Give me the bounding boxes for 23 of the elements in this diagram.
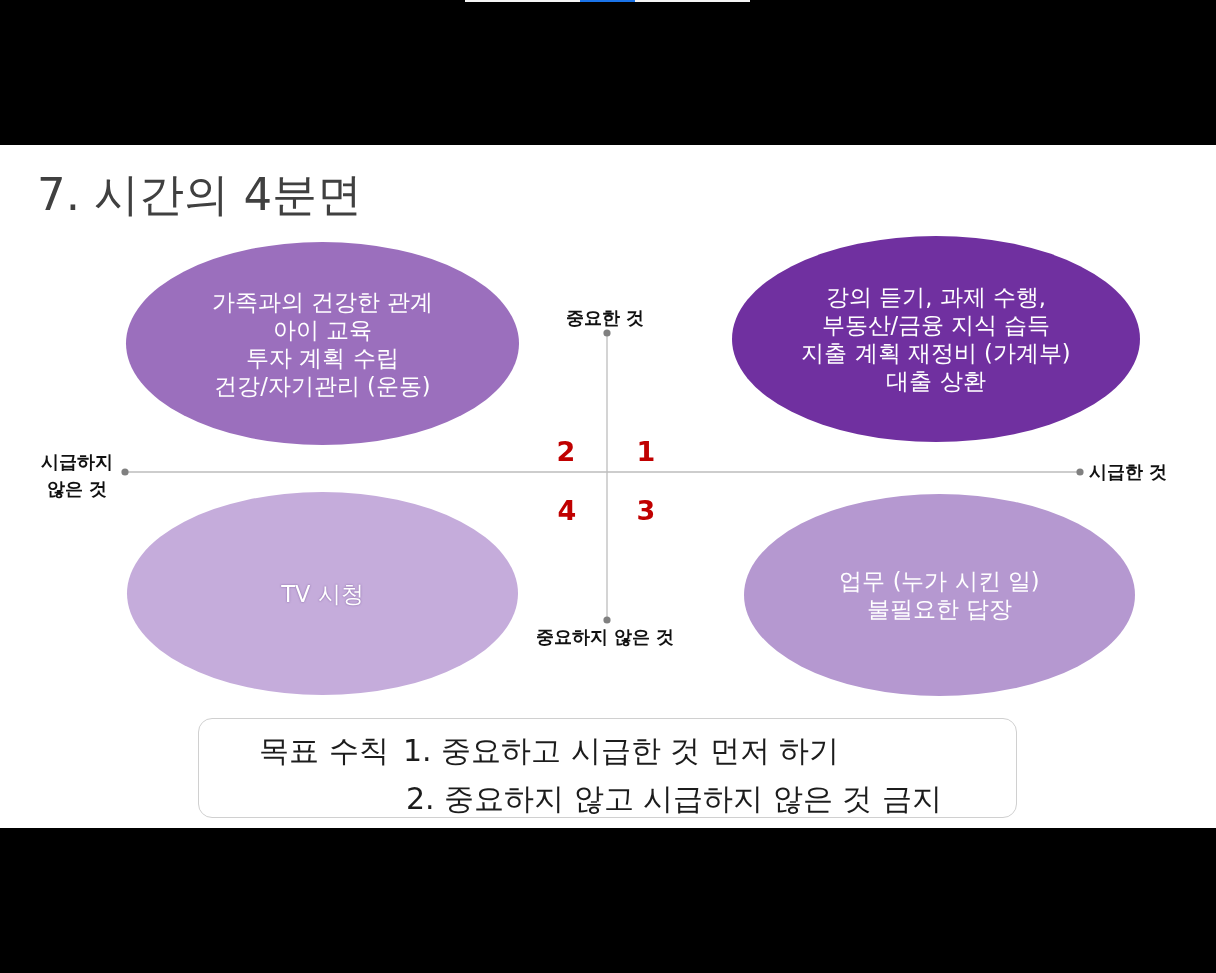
axis-label: 중요한 것 — [565, 306, 645, 330]
rule-heading: 목표 수칙 — [259, 732, 389, 770]
activity-text: 불필요한 답장 — [866, 595, 1013, 623]
axis-label: 중요하지 않은 것 — [535, 625, 675, 649]
activity-text: 대출 상환 — [886, 367, 986, 395]
activity-text: 가족과의 건강한 관계 — [211, 287, 434, 316]
rule-text: 2. 중요하지 않고 시급하지 않은 것 금지 — [406, 780, 942, 818]
slide-title: 7. 시간의 4분면 — [37, 170, 363, 220]
activity-text: 투자 계획 수립 — [246, 343, 399, 372]
quadrant-number: 3 — [636, 496, 656, 526]
rule-text: 1. 중요하고 시급한 것 먼저 하기 — [403, 732, 840, 770]
activity-text: 지출 계획 재정비 (가계부) — [801, 339, 1071, 367]
axis-label: 시급하지 않은 것 — [40, 451, 114, 501]
activity-text: TV 시청 — [281, 579, 364, 608]
activity-text: 부동산/금융 지식 습득 — [821, 311, 1051, 339]
activity-text: 건강/자기관리 (운동) — [214, 371, 431, 400]
quadrant-number: 4 — [557, 496, 577, 526]
activity-text: 업무 (누가 시킨 일) — [839, 567, 1040, 595]
axis-label: 시급한 것 — [1089, 460, 1168, 484]
quadrant-number: 2 — [556, 437, 576, 467]
quadrant-number: 1 — [636, 437, 656, 467]
activity-text: 아이 교육 — [272, 315, 373, 344]
activity-text: 강의 듣기, 과제 수행, — [826, 283, 1046, 311]
